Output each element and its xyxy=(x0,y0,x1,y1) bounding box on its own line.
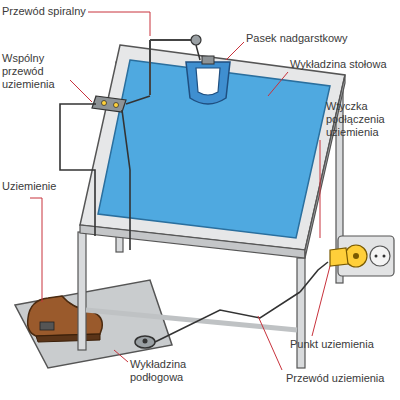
wall-outlet xyxy=(330,236,394,276)
part-label: Pasek nadgarstkowy xyxy=(246,32,348,45)
part-label: Wykładzina stołowa xyxy=(290,58,387,71)
floor-ground-point xyxy=(135,336,155,348)
part-label: Uziemienie xyxy=(2,180,56,193)
part-label: Punkt uziemienia xyxy=(290,338,374,351)
ground-wires xyxy=(60,104,328,342)
part-label: Przewód spiralny xyxy=(2,5,86,18)
part-label: Przewód uziemienia xyxy=(286,372,384,385)
part-label: Wspólny przewód uziemienia xyxy=(2,52,72,91)
table-top xyxy=(80,45,345,250)
table-mat xyxy=(98,60,330,238)
wrist-strap xyxy=(186,56,230,104)
shoe xyxy=(28,296,103,342)
part-label: Wykładzina podłogowa xyxy=(130,358,210,384)
leader-lines xyxy=(30,12,330,370)
floor-mat xyxy=(15,280,172,368)
part-label: Wtyczka podłączenia uziemienia xyxy=(326,100,398,139)
common-ground-box xyxy=(92,96,126,112)
